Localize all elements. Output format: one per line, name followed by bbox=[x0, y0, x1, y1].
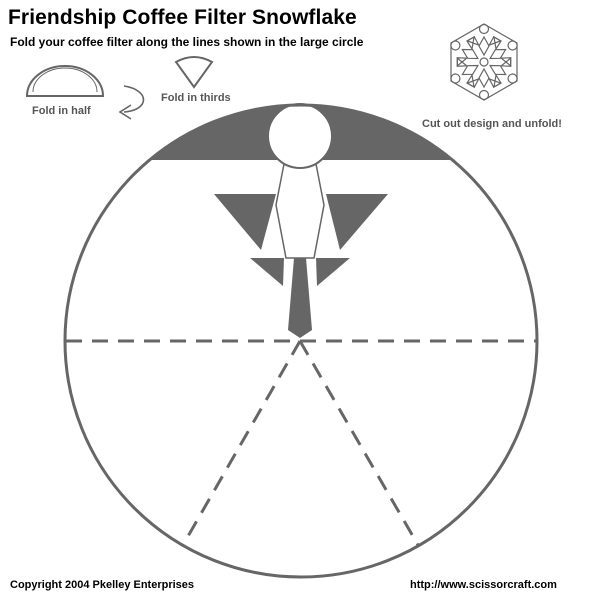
wedge-fold-icon bbox=[174, 56, 214, 89]
fold-line-left bbox=[181, 340, 302, 546]
figure-head bbox=[267, 103, 333, 169]
copyright-text: Copyright 2004 Pkelley Enterprises bbox=[10, 579, 195, 591]
left-arm-cut bbox=[214, 194, 276, 250]
right-arm-cut bbox=[326, 194, 388, 250]
snowflake-preview-icon bbox=[442, 23, 526, 101]
figure-body-outline bbox=[275, 163, 325, 259]
cutting-template-circle bbox=[63, 103, 539, 579]
curved-arrow-icon bbox=[118, 85, 145, 120]
left-leg-cut bbox=[250, 258, 284, 286]
cut-out-label: Cut out design and unfold! bbox=[422, 118, 562, 130]
website-url: http://www.scissorcraft.com bbox=[410, 579, 557, 591]
fold-half-label: Fold in half bbox=[32, 105, 91, 117]
fold-line-right bbox=[298, 340, 420, 546]
filter-outline bbox=[63, 103, 539, 579]
fold-thirds-label: Fold in thirds bbox=[161, 92, 231, 104]
page-title: Friendship Coffee Filter Snowflake bbox=[8, 6, 357, 29]
right-leg-cut bbox=[316, 258, 350, 286]
center-wedge-cut bbox=[288, 258, 312, 338]
instructions-subtitle: Fold your coffee filter along the lines … bbox=[10, 35, 364, 49]
semicircle-fold-icon bbox=[25, 65, 105, 97]
